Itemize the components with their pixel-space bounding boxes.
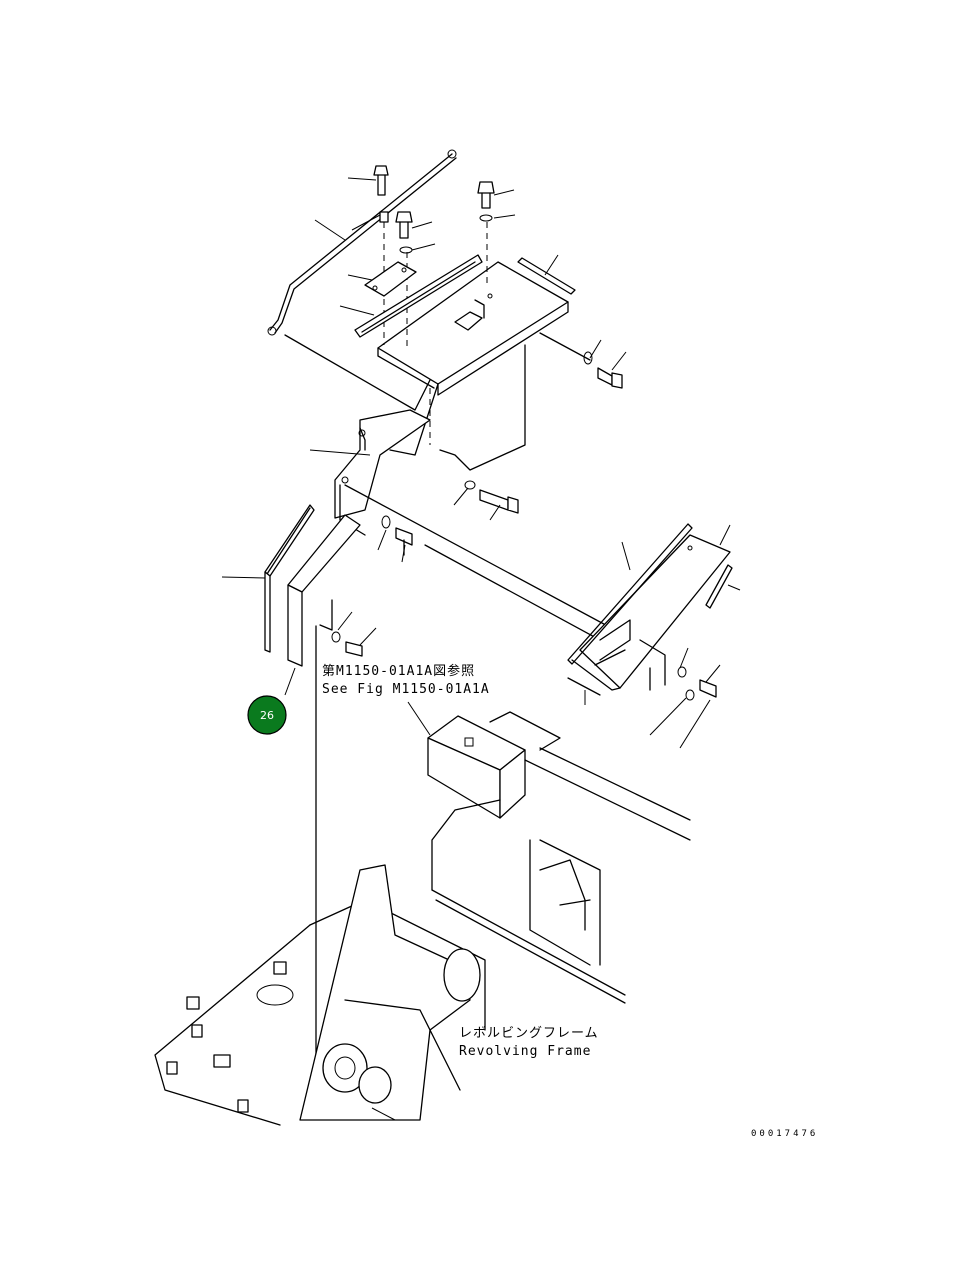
reference-note-en: See Fig M1150-01A1A	[322, 682, 490, 697]
diagonal-beam	[344, 484, 616, 641]
bolt-middle	[464, 480, 519, 514]
callout-26[interactable]: 26	[247, 695, 287, 735]
center-box	[427, 711, 691, 841]
bolt-group-top	[373, 165, 495, 350]
right-seal-strip	[705, 564, 733, 609]
left-side-panel	[287, 514, 361, 667]
bolt-right-top	[583, 351, 623, 389]
bolt-reference	[319, 599, 363, 657]
frame-label-jp: レボルビングフレーム	[459, 1026, 599, 1041]
vertical-bracket	[334, 409, 431, 536]
revolving-frame	[154, 799, 626, 1126]
reference-note-jp: 第M1150-01A1A図参照	[322, 663, 475, 679]
callout-number: 26	[260, 709, 274, 722]
left-seal-strip	[264, 504, 315, 653]
bolt-left-middle	[381, 515, 413, 556]
bolt-right-bottom	[677, 666, 717, 701]
document-number: 00017476	[751, 1129, 818, 1139]
top-cover-panel	[377, 261, 591, 471]
seal-small-right	[517, 257, 576, 295]
frame-label-en: Revolving Frame	[459, 1044, 591, 1059]
clamp-plate	[364, 261, 417, 297]
right-cover-assembly	[567, 523, 731, 696]
seal-strip-top	[354, 254, 483, 338]
callout-circle[interactable]	[247, 695, 287, 735]
leader-lines	[221, 177, 741, 1121]
